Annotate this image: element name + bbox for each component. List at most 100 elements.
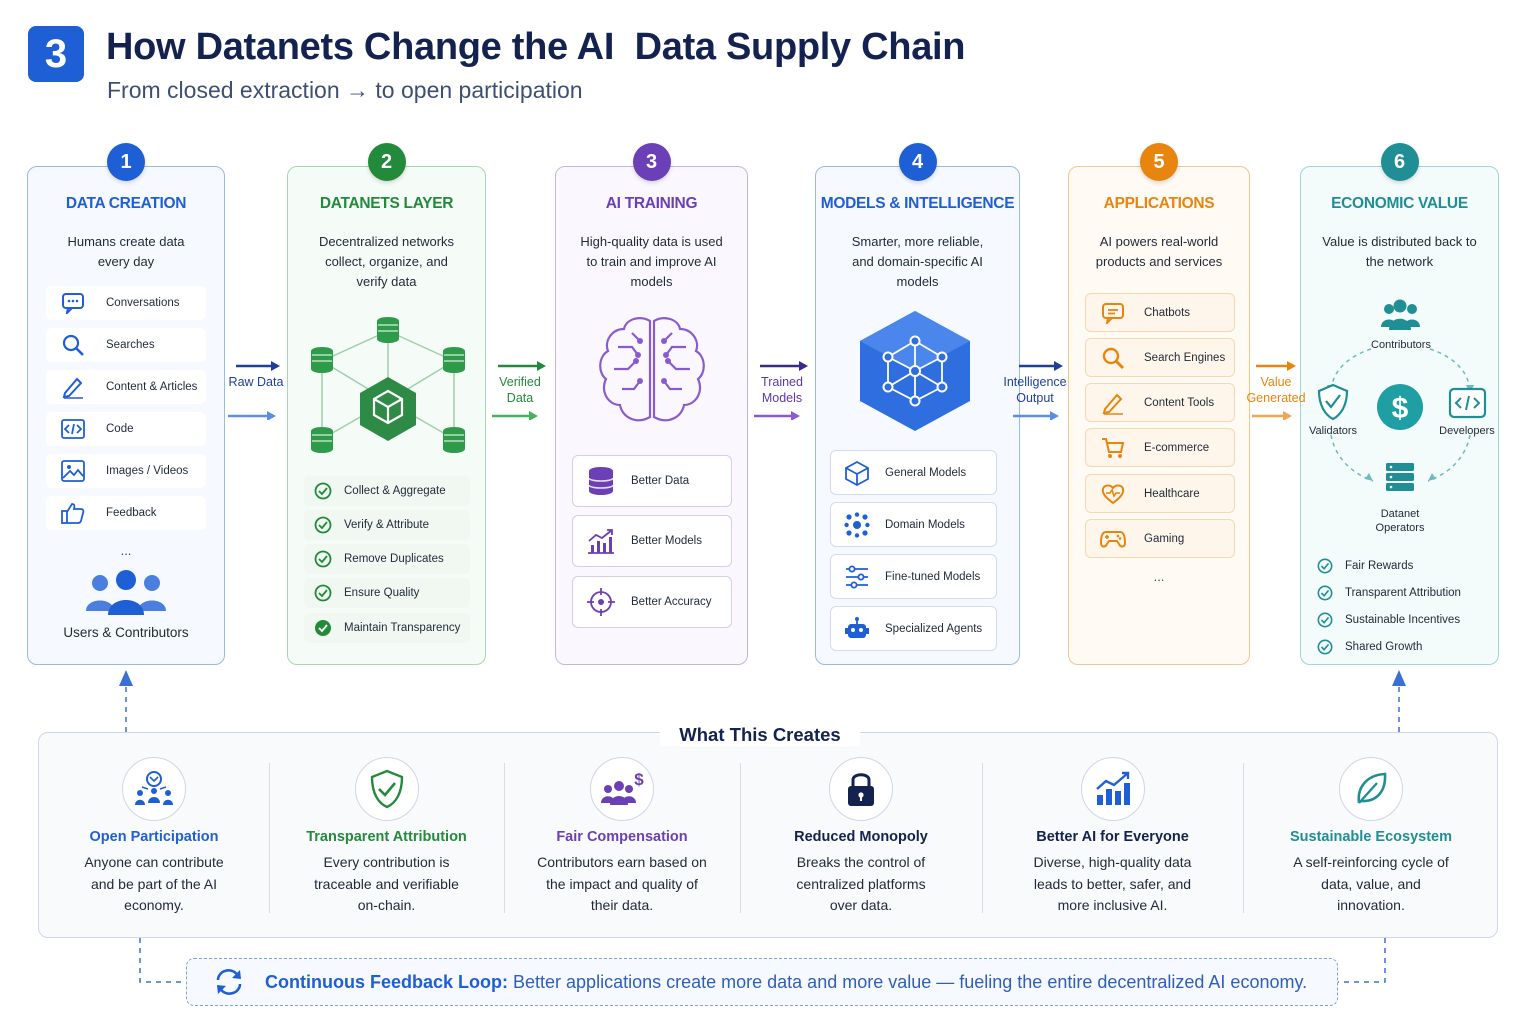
list-item-label: Sustainable Incentives — [1345, 614, 1461, 626]
code-window-icon — [1448, 387, 1487, 419]
list-item-label: Content Tools — [1144, 396, 1215, 409]
lock-icon — [829, 757, 893, 821]
check-circle-icon — [314, 584, 332, 602]
benefit-description: A self-reinforcing cycle of data, value,… — [1293, 854, 1449, 913]
list-item: Domain Models — [830, 502, 997, 547]
contributors-icon — [1381, 299, 1420, 330]
flow-label: Verified Data — [499, 375, 541, 405]
list-item: Gaming — [1085, 519, 1235, 558]
list-item: Collect & Aggregate — [304, 476, 470, 506]
flow-label: Raw Data — [228, 375, 284, 389]
stage-title: DATA CREATION — [65, 195, 187, 212]
list-item: Ensure Quality — [304, 578, 470, 608]
growth-chart-icon — [585, 525, 617, 557]
flow-label: Intelligence Output — [1003, 375, 1067, 405]
list-item-label: Better Models — [631, 535, 702, 547]
image-icon — [60, 458, 86, 484]
arrow-right-icon — [754, 361, 808, 420]
check-circle-icon — [314, 516, 332, 534]
stage-footer: Users & Contributors — [63, 625, 189, 640]
list-item-label: Images / Videos — [106, 465, 189, 477]
benefit-description: Contributors earn based on the impact an… — [537, 854, 707, 913]
list-item-label: Healthcare — [1144, 487, 1200, 500]
list-item-label: General Models — [885, 466, 967, 479]
list-item: Shared Growth — [1317, 637, 1422, 657]
benefit-description: Anyone can contribute and be part of the… — [84, 854, 224, 913]
list-item: Better Models — [572, 515, 732, 567]
list-item: Content & Articles — [46, 370, 206, 404]
robot-icon — [843, 615, 871, 643]
feedback-loop-description: Better applications create more data and… — [513, 971, 1308, 992]
list-item-label: Specialized Agents — [885, 622, 983, 635]
svg-text:$: $ — [634, 770, 644, 789]
feedback-loop-text: Continuous Feedback Loop: Better applica… — [265, 972, 1307, 993]
cube-icon — [843, 459, 871, 487]
stage-data-creation: 1 DATA CREATION Humans create data every… — [27, 143, 225, 665]
stage-number: 3 — [632, 143, 671, 181]
stage-title: ECONOMIC VALUE — [1331, 195, 1468, 212]
stage-title: APPLICATIONS — [1103, 195, 1215, 212]
flow-arrow-intelligence-output: Intelligence Output — [1003, 356, 1067, 420]
benefit-title: Better AI for Everyone — [1036, 829, 1189, 845]
list-item: Maintain Transparency — [304, 613, 470, 643]
search-icon — [1100, 345, 1126, 371]
stage-title: AI TRAINING — [605, 195, 698, 212]
list-item: Feedback — [46, 496, 206, 530]
list-item-label: Chatbots — [1144, 306, 1191, 319]
svg-text:$: $ — [1392, 392, 1409, 425]
list-item: Images / Videos — [46, 454, 206, 488]
stage-number: 5 — [1140, 143, 1178, 181]
list-item-label: Shared Growth — [1345, 641, 1423, 653]
neural-hexagon-icon — [860, 311, 970, 431]
list-item: Verify & Attribute — [304, 510, 470, 540]
stage-description: AI powers real-world products and servic… — [1095, 234, 1223, 269]
page-subtitle: From closed extraction → to open partici… — [107, 77, 583, 103]
benefit-fair-compensation: $ Fair Compensation Contributors earn ba… — [504, 733, 740, 939]
list-item: Content Tools — [1085, 383, 1235, 422]
stage-title: MODELS & INTELLIGENCE — [820, 195, 1015, 212]
benefit-title: Open Participation — [89, 829, 219, 845]
users-group-icon — [86, 569, 166, 622]
stage-description: Humans create data every day — [67, 234, 185, 269]
check-circle-icon — [314, 482, 332, 500]
heart-icon — [1100, 481, 1126, 507]
stage-number: 2 — [367, 143, 406, 181]
flow-label: Value Generated — [1246, 375, 1306, 405]
benefit-title: Reduced Monopoly — [794, 829, 928, 845]
list-item: Remove Duplicates — [304, 544, 470, 574]
shield-check-icon — [354, 757, 419, 821]
chat-icon — [1100, 300, 1126, 326]
benefit-open-participation: Open Participation Anyone can contribute… — [39, 733, 269, 939]
list-item-label: Ensure Quality — [344, 587, 420, 599]
flow-arrow-trained-models: Trained Models — [752, 356, 812, 420]
benefit-description: Every contribution is traceable and veri… — [314, 854, 459, 913]
role-label: Datanet Operators — [1375, 508, 1425, 534]
list-item-label: Better Accuracy — [631, 596, 712, 608]
list-item-label: Feedback — [106, 507, 157, 519]
sliders-icon — [843, 563, 871, 591]
list-item-label: Verify & Attribute — [344, 519, 430, 531]
target-icon — [585, 586, 617, 618]
flow-arrow-verified-data: Verified Data — [490, 356, 550, 420]
arrow-right-icon — [1013, 361, 1063, 420]
gamepad-icon — [1100, 526, 1126, 552]
database-icon — [585, 465, 617, 497]
bar-chart-icon — [1080, 757, 1145, 821]
arrow-right-icon — [1252, 361, 1296, 420]
list-item-label: Better Data — [631, 475, 690, 487]
cart-icon — [1100, 435, 1126, 461]
list-item-label: Search Engines — [1144, 351, 1226, 364]
stage-number: 6 — [1380, 143, 1419, 181]
check-circle-icon — [1317, 558, 1333, 574]
chat-icon — [60, 290, 86, 316]
step-badge: 3 — [28, 26, 84, 82]
flow-label: Trained Models — [761, 375, 803, 405]
benefit-title: Sustainable Ecosystem — [1290, 829, 1452, 845]
list-item: Better Data — [572, 455, 732, 507]
stage-economic-value: 6 ECONOMIC VALUE Value is distributed ba… — [1300, 143, 1499, 665]
leaf-icon — [1339, 757, 1403, 821]
list-item-label: Gaming — [1144, 532, 1185, 545]
benefit-reduced-monopoly: Reduced Monopoly Breaks the control of c… — [740, 733, 982, 939]
datanet-network-icon — [311, 317, 465, 453]
stage-ai-training: 3 AI TRAINING High-quality data is used … — [555, 143, 748, 665]
